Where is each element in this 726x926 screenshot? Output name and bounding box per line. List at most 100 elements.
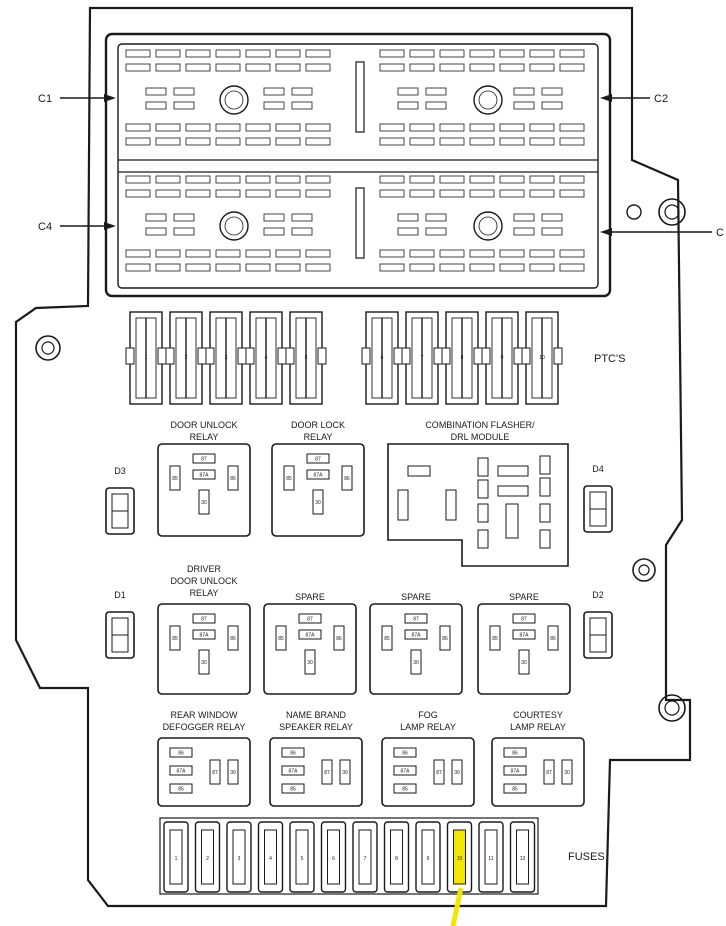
relay-label: LAMP RELAY bbox=[510, 722, 566, 732]
connector-pin bbox=[185, 123, 211, 132]
connector-pin bbox=[499, 263, 525, 272]
connector-callout-c2: C2 bbox=[600, 93, 668, 105]
connector-pin bbox=[291, 101, 313, 110]
arrow-right-icon bbox=[104, 222, 116, 230]
connector-pin bbox=[263, 87, 285, 96]
fuse-highlight bbox=[453, 829, 466, 885]
fuse-4: 4 bbox=[257, 821, 284, 893]
connector-pin bbox=[469, 137, 495, 146]
connector-pin bbox=[439, 49, 465, 58]
connector-pin bbox=[425, 213, 447, 222]
connector-pin bbox=[379, 249, 405, 258]
module-terminal bbox=[477, 503, 489, 523]
fuse-number: 12 bbox=[520, 856, 526, 862]
arrow-left-icon bbox=[600, 94, 612, 102]
relay-terminal bbox=[169, 765, 193, 776]
fuse-number: 2 bbox=[206, 856, 209, 862]
arrow-left-icon bbox=[600, 228, 612, 236]
connector-pin bbox=[499, 249, 525, 258]
fuse-block-housing-outline bbox=[14, 6, 692, 908]
relay-terminal-label: 87 bbox=[546, 770, 552, 776]
relay-terminal bbox=[227, 759, 239, 785]
relay-terminal bbox=[198, 489, 210, 515]
relay-terminal bbox=[393, 783, 417, 794]
connector-pin bbox=[245, 123, 271, 132]
connector-pin bbox=[275, 189, 301, 198]
connector-pin bbox=[305, 175, 331, 184]
connector-pin bbox=[245, 249, 271, 258]
relay-terminal-label: 86 bbox=[550, 636, 556, 642]
relay-terminal bbox=[283, 465, 295, 491]
diode-label: D1 bbox=[114, 590, 126, 600]
relay-terminal-label: 87 bbox=[521, 617, 527, 623]
relay-terminal bbox=[227, 465, 239, 491]
mounting-hole-right-top bbox=[658, 198, 686, 226]
relay-terminal-label: 85 bbox=[286, 476, 292, 482]
connector-pin bbox=[125, 123, 151, 132]
connector-pin bbox=[305, 137, 331, 146]
relay-terminal-label: 87A bbox=[289, 769, 299, 775]
relay-terminal-label: 86 bbox=[442, 636, 448, 642]
diode-label: D2 bbox=[592, 590, 604, 600]
connector-pin bbox=[559, 263, 585, 272]
relay-terminal-label: 30 bbox=[342, 770, 348, 776]
relay-body bbox=[157, 737, 251, 807]
connector-pin bbox=[499, 189, 525, 198]
connector-pin bbox=[439, 137, 465, 146]
mounting-hole-right-bottom bbox=[658, 694, 686, 722]
connector-pin bbox=[155, 263, 181, 272]
connector-pin bbox=[125, 175, 151, 184]
ptc-6: 6 bbox=[361, 311, 403, 405]
connector-pin bbox=[529, 263, 555, 272]
module-terminal bbox=[539, 477, 551, 497]
fuse-number: 6 bbox=[332, 856, 335, 862]
connector-pin bbox=[469, 123, 495, 132]
fuse-1: 1 bbox=[163, 821, 189, 893]
connector-pin bbox=[425, 101, 447, 110]
connector-pin bbox=[125, 137, 151, 146]
relay-terminal-label: 30 bbox=[230, 770, 236, 776]
relay-terminal-label: 87 bbox=[436, 770, 442, 776]
ptc-number: 3 bbox=[225, 355, 228, 361]
connector-pin bbox=[541, 101, 563, 110]
relay-label: DRL MODULE bbox=[451, 432, 510, 442]
relay-terminal-label: 30 bbox=[454, 770, 460, 776]
fuse-row-frame bbox=[159, 817, 539, 895]
module-terminal bbox=[539, 503, 551, 523]
connector-pin bbox=[125, 263, 151, 272]
relay-body bbox=[269, 737, 363, 807]
relay-label: LAMP RELAY bbox=[400, 722, 456, 732]
relay-terminal bbox=[209, 759, 221, 785]
fuse-7: 7 bbox=[352, 821, 378, 893]
connector-pin bbox=[155, 123, 181, 132]
connector-pin bbox=[155, 189, 181, 198]
connector-pin-grid bbox=[125, 49, 585, 272]
connector-pin bbox=[145, 227, 167, 236]
fuse-10: 10 bbox=[446, 821, 473, 893]
diode-label: D4 bbox=[592, 464, 604, 474]
connector-pin bbox=[513, 87, 535, 96]
connector-pin bbox=[397, 227, 419, 236]
fuse-3: 3 bbox=[226, 821, 252, 893]
relay-terminal bbox=[404, 629, 428, 640]
module-terminal bbox=[477, 529, 489, 549]
ptc-4: 4 bbox=[245, 311, 287, 405]
connector-pin bbox=[185, 175, 211, 184]
connector-block-frame bbox=[104, 32, 612, 298]
relay-terminal-label: 87A bbox=[511, 769, 521, 775]
relay-label: DRIVER bbox=[187, 564, 222, 574]
connector-pin bbox=[215, 49, 241, 58]
connector-pin bbox=[439, 189, 465, 198]
connector-pin bbox=[409, 263, 435, 272]
connector-pin bbox=[379, 137, 405, 146]
relay-terminal-label: 30 bbox=[307, 660, 313, 666]
module-terminal bbox=[497, 465, 529, 477]
relay-label: RELAY bbox=[190, 588, 219, 598]
connector-pin bbox=[245, 137, 271, 146]
connector-bolt-hole bbox=[219, 85, 249, 115]
connector-pin bbox=[263, 213, 285, 222]
connector-pin bbox=[155, 63, 181, 72]
relay-terminal-label: 87A bbox=[306, 633, 316, 639]
